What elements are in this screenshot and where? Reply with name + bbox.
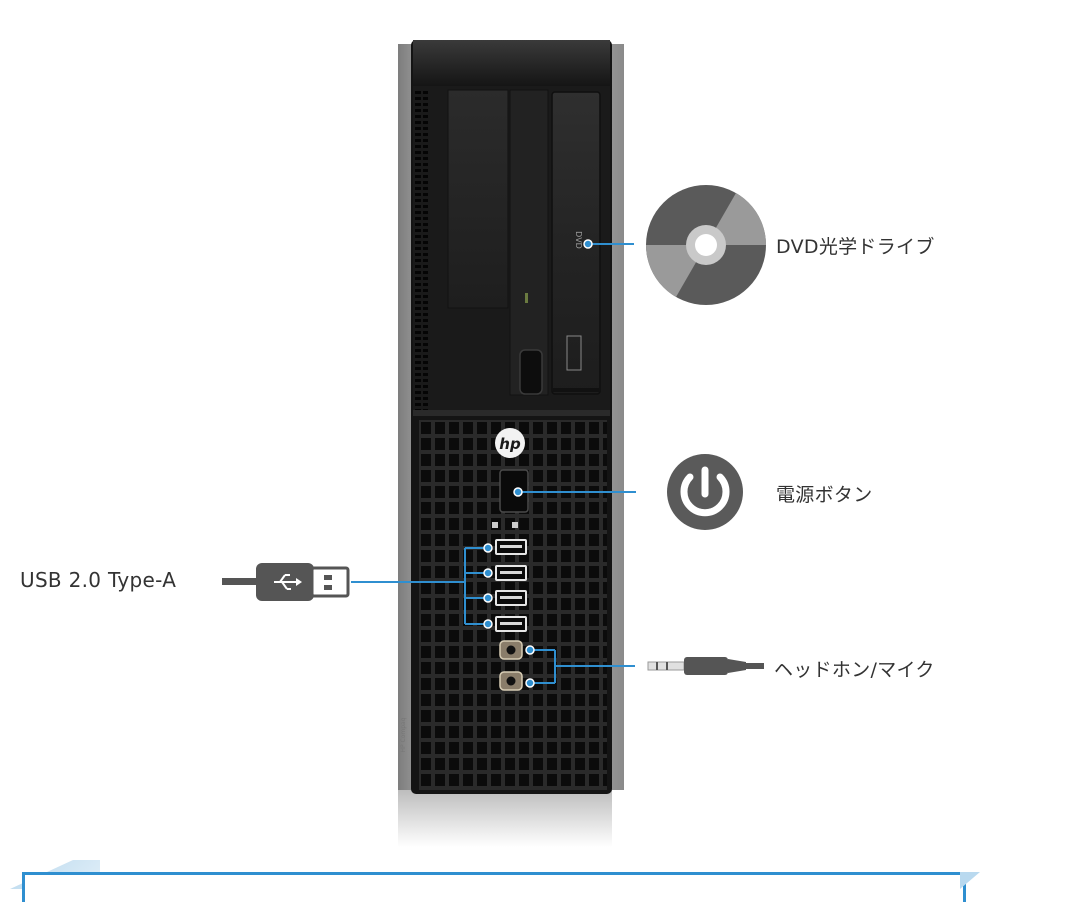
power-icon [667, 454, 743, 530]
desktop-case: DVD hp [398, 40, 624, 794]
side-vent [414, 90, 428, 410]
power-button-label: 電源ボタン [776, 484, 873, 506]
bottom-banner [22, 872, 966, 902]
headphone-mic-label: ヘッドホン/マイク [774, 659, 935, 681]
hp-logo [495, 428, 525, 458]
svg-text:HP Compaq: HP Compaq [400, 717, 407, 752]
case-reflection [398, 790, 612, 847]
disc-icon [645, 185, 766, 305]
hp-logo-text: hp [499, 435, 521, 453]
usb-plug-icon [222, 563, 350, 601]
dvd-drive-label: DVD光学ドライブ [776, 236, 935, 258]
audio-jacks [499, 640, 523, 691]
usb-label: USB 2.0 Type-A [20, 568, 177, 592]
audio-jack-icon [647, 657, 764, 675]
dvd-logo: DVD [574, 231, 583, 249]
